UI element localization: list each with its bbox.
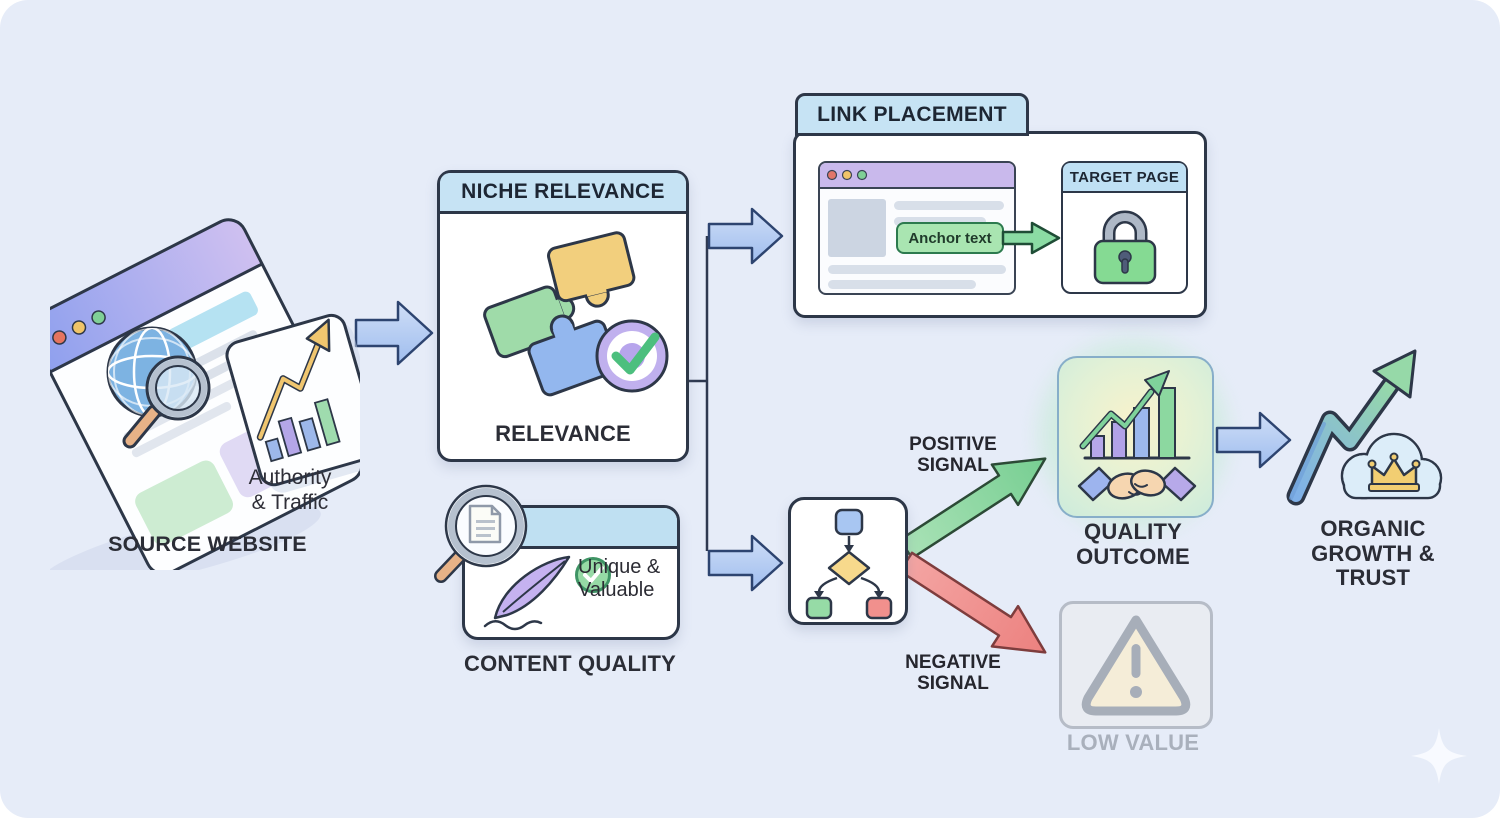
target-page-header: TARGET PAGE — [1063, 163, 1186, 193]
content-quality-label: CONTENT QUALITY — [464, 651, 676, 676]
anchor-text-label: Anchor text — [908, 229, 992, 247]
target-page-title: TARGET PAGE — [1069, 168, 1180, 186]
source-website-illustration — [50, 213, 360, 570]
analytics-card-icon — [225, 313, 360, 493]
article-text-line — [894, 201, 1004, 210]
link-placement-title: LINK PLACEMENT — [817, 102, 1007, 126]
document-icon — [468, 504, 502, 544]
niche-relevance-card: NICHE RELEVANCE RELEVANCE — [437, 170, 689, 462]
magnifier-document-icon — [434, 484, 528, 583]
organic-growth-label: ORGANIC GROWTH & TRUST — [1311, 516, 1435, 591]
article-titlebar — [820, 163, 1014, 189]
padlock-icon — [1093, 210, 1157, 285]
arrow-outcome-to-growth-icon — [1215, 411, 1292, 469]
niche-relevance-header: NICHE RELEVANCE — [440, 173, 686, 214]
authority-traffic-label: Authority & Traffic — [248, 466, 332, 514]
article-text-line — [828, 280, 976, 289]
low-value-label: LOW VALUE — [1066, 730, 1200, 755]
niche-relevance-title: NICHE RELEVANCE — [461, 180, 665, 203]
connector-line — [686, 236, 709, 551]
cloud-crown-icon — [1340, 432, 1443, 500]
trend-arrow-3d-icon — [1286, 349, 1417, 506]
unique-valuable-badge: Unique & Valuable — [578, 556, 661, 601]
sparkle-icon — [1411, 728, 1467, 784]
target-page-card: TARGET PAGE — [1061, 161, 1188, 294]
quality-outcome-label: QUALITY OUTCOME — [1076, 519, 1190, 569]
handshake-icon — [1077, 466, 1197, 502]
article-text-line — [894, 217, 986, 226]
positive-signal-arrow-icon — [898, 457, 1047, 560]
low-value-card — [1059, 601, 1213, 729]
positive-signal-label: POSITIVE SIGNAL — [909, 434, 997, 477]
negative-signal-arrow-icon — [898, 551, 1047, 654]
growth-handshake-icon — [1077, 370, 1197, 502]
arrow-to-link-placement-icon — [707, 207, 784, 265]
quality-outcome-card — [1057, 356, 1214, 518]
arrow-source-to-relevance-icon — [354, 300, 434, 366]
negative-signal-label: NEGATIVE SIGNAL — [905, 652, 1001, 695]
article-text-line — [828, 265, 1006, 274]
anchor-text-pill[interactable]: Anchor text — [896, 222, 1004, 254]
anchor-arrow-icon — [1001, 221, 1061, 255]
link-placement-panel: Anchor text TARGET PAGE — [793, 131, 1207, 318]
source-website-label: SOURCE WEBSITE — [108, 532, 307, 556]
relevance-caption: RELEVANCE — [495, 421, 631, 447]
warning-triangle-icon — [1081, 615, 1191, 716]
globe-magnifier-icon — [106, 326, 211, 449]
decision-node-card — [788, 497, 908, 625]
browser-dots-icon — [52, 310, 106, 345]
link-placement-tab: LINK PLACEMENT — [795, 93, 1029, 136]
quill-icon — [483, 555, 571, 631]
flowchart-icon — [805, 508, 893, 620]
arrow-to-decision-icon — [707, 534, 784, 592]
organic-growth-illustration — [1286, 349, 1443, 506]
crown-icon — [1367, 452, 1421, 492]
browser-dots-icon — [826, 169, 868, 181]
puzzle-target-icon — [483, 231, 669, 397]
article-image-block — [828, 199, 886, 257]
check-circle-icon — [575, 557, 611, 593]
